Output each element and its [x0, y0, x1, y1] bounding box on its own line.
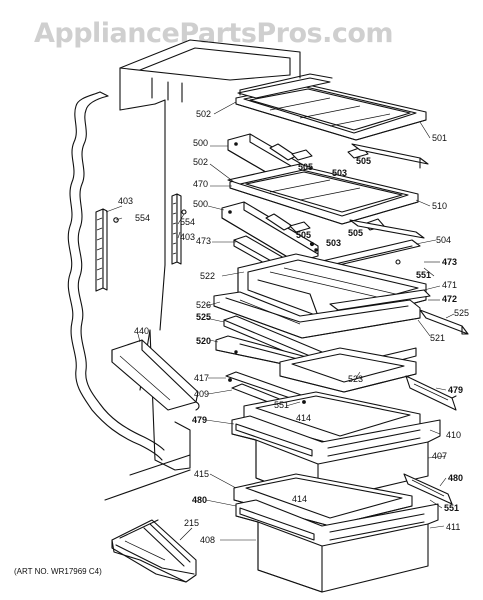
label-505: 505: [356, 156, 371, 166]
label-502: 502: [196, 109, 211, 119]
label-473: 473: [442, 257, 457, 267]
label-505: 505: [296, 230, 311, 240]
label-415: 415: [194, 469, 209, 479]
label-503: 503: [326, 238, 341, 248]
label-525: 525: [196, 312, 211, 322]
label-473: 473: [196, 236, 211, 246]
label-414: 414: [296, 413, 311, 423]
shelf-frame-470: [227, 163, 313, 185]
label-526: 526: [196, 300, 211, 310]
rail-right-upper: [351, 143, 429, 169]
label-502: 502: [193, 157, 208, 167]
label-522: 522: [200, 271, 215, 281]
label-403: 403: [118, 196, 133, 206]
label-525: 525: [454, 308, 469, 318]
label-520: 520: [196, 336, 211, 346]
label-417: 417: [194, 373, 209, 383]
label-500: 500: [193, 199, 208, 209]
label-408: 408: [200, 535, 215, 545]
slide-480-right: [403, 473, 453, 505]
label-414: 414: [292, 494, 307, 504]
label-521: 521: [430, 333, 445, 343]
shelf-521: [213, 291, 421, 339]
label-407: 407: [432, 451, 447, 461]
label-470: 470: [193, 179, 208, 189]
label-523: 523: [348, 374, 363, 384]
label-505: 505: [298, 162, 313, 172]
label-479: 479: [192, 415, 207, 425]
label-471: 471: [442, 280, 457, 290]
drawer-408: [235, 499, 439, 593]
watermark: AppliancePartsPros.com: [34, 18, 393, 49]
label-480: 480: [192, 495, 207, 505]
part-labels: 502 501 500 505 503 505 502 470 510 500 …: [118, 109, 469, 545]
label-503: 503: [332, 168, 347, 178]
support-440: [111, 339, 200, 411]
shelf-ladder-right: [171, 193, 187, 265]
bracket-500-lower: [221, 201, 319, 263]
label-554: 554: [180, 217, 195, 227]
slide-479-right: [405, 375, 457, 411]
label-551: 551: [274, 400, 289, 410]
art-number: (ART NO. WR17969 C4): [14, 567, 102, 576]
label-410: 410: [446, 430, 461, 440]
label-510: 510: [432, 201, 447, 211]
shelf-ladder-left: [95, 208, 119, 292]
rail-472: [329, 289, 431, 311]
label-504: 504: [436, 235, 451, 245]
label-403: 403: [180, 232, 195, 242]
label-472: 472: [442, 294, 457, 304]
label-411: 411: [446, 522, 460, 532]
label-479: 479: [448, 385, 463, 395]
label-500: 500: [193, 138, 208, 148]
label-480: 480: [448, 473, 463, 483]
label-440: 440: [134, 326, 149, 336]
label-409: 409: [194, 389, 209, 399]
shelf-523: [279, 347, 417, 393]
door-gasket: [67, 91, 165, 461]
clip-551: [302, 400, 306, 404]
rail-504: [317, 219, 425, 269]
shelf-frame-502: [237, 73, 333, 99]
egg-bin-215: [111, 519, 197, 583]
label-501: 501: [432, 133, 447, 143]
shelf-glass-510: [229, 165, 419, 225]
rail-525-right: [419, 309, 469, 335]
label-505: 505: [348, 228, 363, 238]
label-215: 215: [184, 518, 199, 528]
label-551: 551: [416, 270, 431, 280]
label-554: 554: [135, 213, 150, 223]
label-551: 551: [444, 503, 459, 513]
leader-lines: [105, 101, 455, 541]
